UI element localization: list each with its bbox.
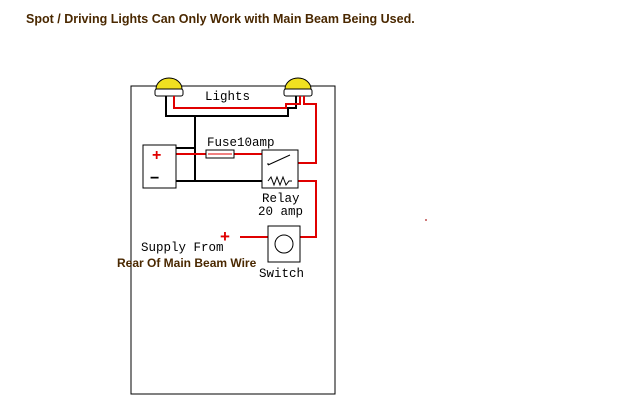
supply-plus-label: + [220,227,230,246]
panel-outline [130,85,336,395]
switch [267,225,301,263]
battery-minus-label: − [150,170,159,187]
supply-label-line1: Supply From [141,241,224,255]
diagram-title: Spot / Driving Lights Can Only Work with… [26,12,415,26]
battery-plus-label: + [152,147,161,164]
positive-wires [173,96,317,238]
lamp-left [154,77,184,97]
lights-label: Lights [205,90,250,104]
battery: + − [142,144,177,189]
fuse [205,149,235,159]
ground-wires [165,96,297,182]
switch-label: Switch [259,267,304,281]
stray-dot [425,219,427,221]
relay-rating-label: 20 amp [258,205,303,219]
relay-label: Relay [262,192,300,206]
lamp-right [283,77,313,97]
supply-label-line2: Rear Of Main Beam Wire [117,256,257,270]
fuse-label: Fuse10amp [207,136,275,150]
relay [261,149,299,189]
